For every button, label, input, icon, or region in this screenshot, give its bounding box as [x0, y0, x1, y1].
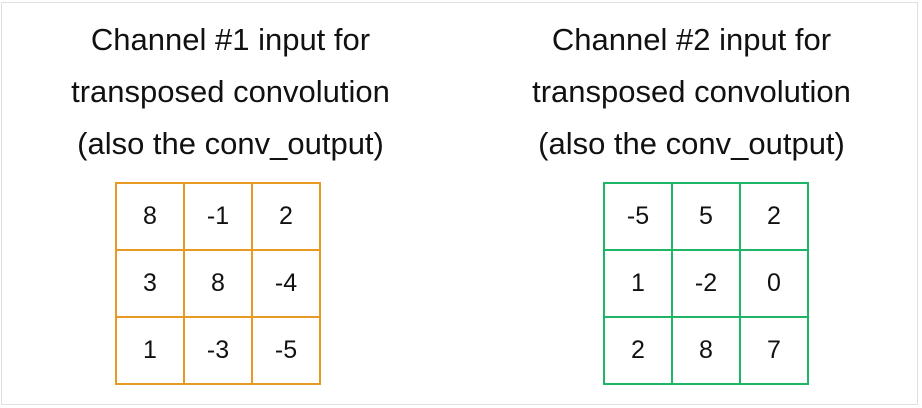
matrix-cell: 2: [739, 182, 809, 251]
matrix-row: 3 8 -4: [115, 249, 321, 318]
matrix-cell: 1: [115, 316, 185, 385]
matrix-cell: 8: [671, 316, 741, 385]
matrix-cell: 2: [603, 316, 673, 385]
matrix-cell: -4: [251, 249, 321, 318]
channel-2-title-line-3: (also the conv_output): [538, 126, 845, 161]
matrix-cell: 8: [183, 249, 253, 318]
matrix-cell: -3: [183, 316, 253, 385]
matrix-cell: 8: [115, 182, 185, 251]
matrix-cell: -5: [603, 182, 673, 251]
channel-1-title-line-2: transposed convolution: [71, 74, 390, 109]
matrix-cell: 1: [603, 249, 673, 318]
matrix-cell: 7: [739, 316, 809, 385]
channel-2-matrix: -5 5 2 1 -2 0 2 8 7: [603, 182, 809, 385]
channel-2-title-line-1: Channel #2 input for: [551, 22, 832, 57]
matrix-cell: 0: [739, 249, 809, 318]
matrix-row: 2 8 7: [603, 316, 809, 385]
matrix-cell: 3: [115, 249, 185, 318]
channel-1-panel: Channel #1 input for transposed convolut…: [0, 14, 461, 385]
matrix-row: -5 5 2: [603, 182, 809, 251]
matrix-row: 1 -3 -5: [115, 316, 321, 385]
matrix-cell: 5: [671, 182, 741, 251]
channel-1-title-line-3: (also the conv_output): [77, 126, 384, 161]
matrix-row: 1 -2 0: [603, 249, 809, 318]
channel-2-title-line-2: transposed convolution: [532, 74, 851, 109]
matrix-cell: -1: [183, 182, 253, 251]
matrix-cell: -2: [671, 249, 741, 318]
channel-2-panel: Channel #2 input for transposed convolut…: [461, 0, 922, 408]
channel-1-title-line-1: Channel #1 input for: [90, 22, 371, 57]
channel-2-title: Channel #2 input for transposed convolut…: [461, 14, 922, 170]
channel-1-matrix: 8 -1 2 3 8 -4 1 -3 -5: [115, 182, 321, 385]
matrix-cell: 2: [251, 182, 321, 251]
channel-1-title: Channel #1 input for transposed convolut…: [0, 14, 461, 170]
matrix-cell: -5: [251, 316, 321, 385]
matrix-row: 8 -1 2: [115, 182, 321, 251]
